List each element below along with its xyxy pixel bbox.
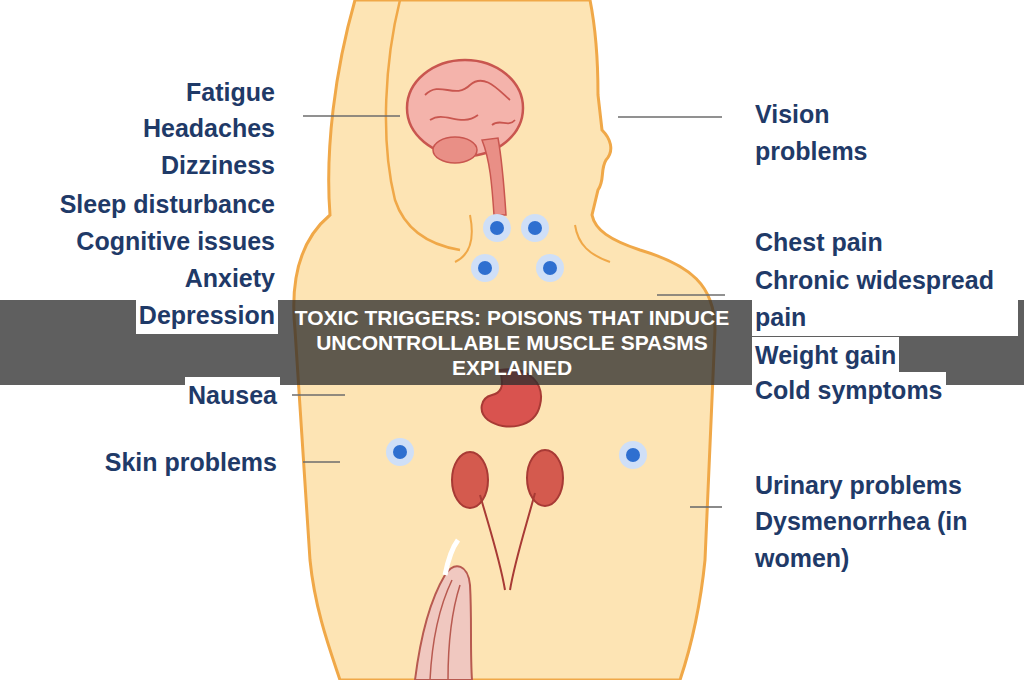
neck-line xyxy=(455,215,610,262)
symptom-label: Depression xyxy=(136,297,278,334)
muscle-illustration xyxy=(415,540,472,680)
symptom-label: Nausea xyxy=(185,377,280,414)
ureters xyxy=(480,493,535,590)
symptom-label: Anxiety xyxy=(182,260,278,297)
symptom-label: Cognitive issues xyxy=(73,223,278,260)
symptom-label: Headaches xyxy=(140,110,278,147)
title: TOXIC TRIGGERS: POISONS THAT INDUCE UNCO… xyxy=(282,305,742,380)
symptom-label: Weight gain xyxy=(752,337,899,374)
symptom-label: Urinary problems xyxy=(752,467,965,504)
symptom-label: Skin problems xyxy=(102,444,280,481)
brainstem xyxy=(482,138,506,215)
cerebellum xyxy=(433,137,477,163)
symptom-label: Cold symptoms xyxy=(752,372,946,409)
symptom-label: Sleep disturbance xyxy=(57,186,278,223)
symptom-label: Dizziness xyxy=(158,147,278,184)
kidney-left xyxy=(452,452,488,508)
symptom-label: Vision problems xyxy=(752,96,902,170)
symptom-label: Dysmenorrhea (in women) xyxy=(752,503,1018,577)
symptom-label: Chronic widespread pain xyxy=(752,262,1018,336)
symptom-label: Fatigue xyxy=(183,74,278,111)
brain-folds xyxy=(425,81,515,125)
symptom-label: Chest pain xyxy=(752,224,886,261)
kidney-right xyxy=(527,450,563,506)
